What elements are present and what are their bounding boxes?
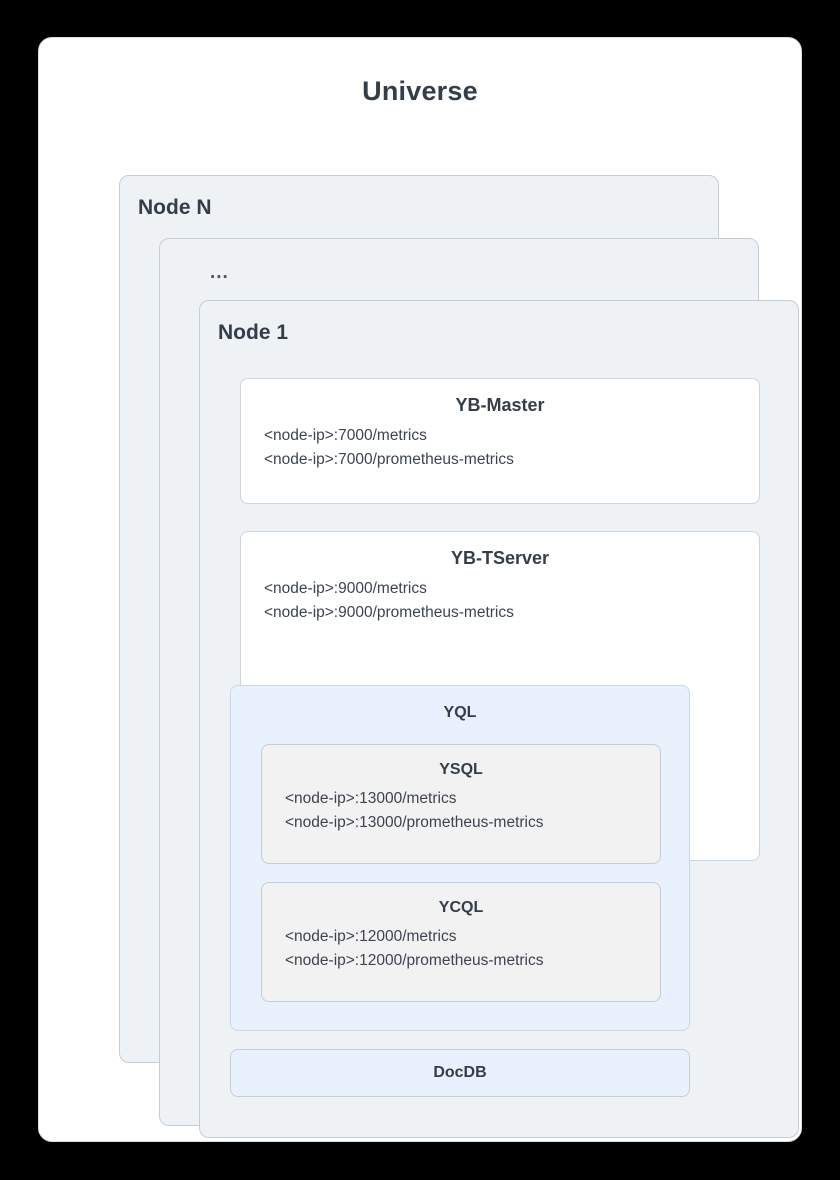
node-label-node-1: Node 1 xyxy=(218,321,289,344)
page-title: Universe xyxy=(362,76,478,106)
ysql-title: YSQL xyxy=(439,761,483,778)
ycql-endpoints: <node-ip>:12000/metrics <node-ip>:12000/… xyxy=(262,917,660,973)
yb-master-endpoints: <node-ip>:7000/metrics <node-ip>:7000/pr… xyxy=(241,416,759,472)
yql-card: YQL YSQL <node-ip>:13000/metrics <node-i… xyxy=(230,685,690,1031)
yb-master-card: YB-Master <node-ip>:7000/metrics <node-i… xyxy=(240,378,760,504)
node-label-ellipsis: ... xyxy=(210,262,229,283)
yql-title: YQL xyxy=(443,704,477,721)
ycql-card: YCQL <node-ip>:12000/metrics <node-ip>:1… xyxy=(261,882,661,1002)
ysql-card: YSQL <node-ip>:13000/metrics <node-ip>:1… xyxy=(261,744,661,864)
yb-tserver-endpoints: <node-ip>:9000/metrics <node-ip>:9000/pr… xyxy=(241,569,759,625)
yb-master-endpoint-metrics: <node-ip>:7000/metrics xyxy=(264,427,427,444)
node-card-node-1: Node 1 YB-Master <node-ip>:7000/metrics … xyxy=(199,300,799,1138)
ycql-endpoint-metrics: <node-ip>:12000/metrics xyxy=(285,928,457,945)
ysql-endpoint-prometheus: <node-ip>:13000/prometheus-metrics xyxy=(285,814,544,832)
yb-tserver-title: YB-TServer xyxy=(450,548,550,568)
yb-tserver-endpoint-prometheus: <node-ip>:9000/prometheus-metrics xyxy=(264,604,514,622)
ysql-endpoints: <node-ip>:13000/metrics <node-ip>:13000/… xyxy=(262,779,660,835)
ysql-endpoint-metrics: <node-ip>:13000/metrics xyxy=(285,790,457,807)
yb-master-endpoint-prometheus: <node-ip>:7000/prometheus-metrics xyxy=(264,451,514,469)
node-label-node-n: Node N xyxy=(138,196,212,219)
yb-master-title: YB-Master xyxy=(455,395,545,415)
docdb-title: DocDB xyxy=(433,1064,487,1081)
ycql-endpoint-prometheus: <node-ip>:12000/prometheus-metrics xyxy=(285,952,544,970)
docdb-card: DocDB xyxy=(230,1049,690,1097)
yb-tserver-endpoint-metrics: <node-ip>:9000/metrics xyxy=(264,580,427,597)
universe-panel: Universe Node N ... Node 1 YB-Master <no… xyxy=(38,37,802,1142)
ycql-title: YCQL xyxy=(438,899,484,916)
